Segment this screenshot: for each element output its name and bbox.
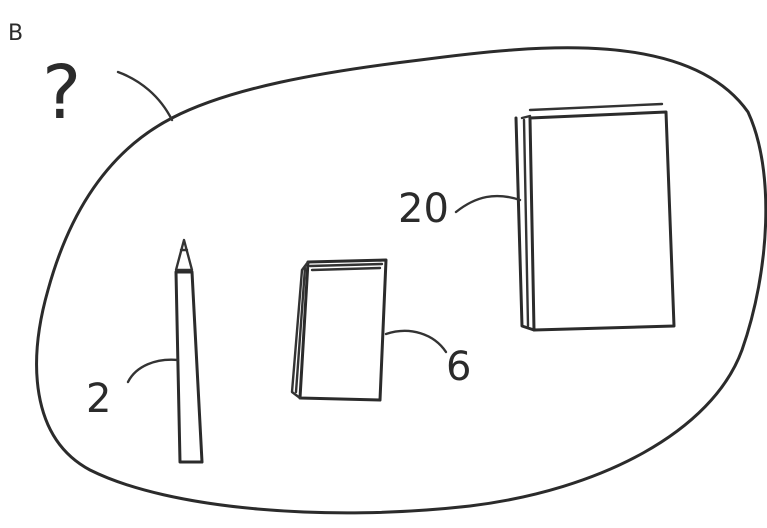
- set-boundary-ellipse: [37, 48, 766, 513]
- pencil-value: 2: [86, 376, 111, 422]
- set-label-pointer: [118, 72, 172, 120]
- book-value: 20: [398, 186, 449, 232]
- notebook-pointer: [386, 331, 446, 352]
- pencil-pointer: [128, 360, 178, 382]
- book-icon: [516, 104, 674, 330]
- set-label: B: [8, 21, 23, 46]
- notebook-icon: [292, 260, 386, 400]
- question-mark: ?: [42, 50, 81, 136]
- notebook-value: 6: [446, 344, 471, 390]
- pencil-icon: [176, 240, 202, 462]
- book-pointer: [456, 196, 520, 212]
